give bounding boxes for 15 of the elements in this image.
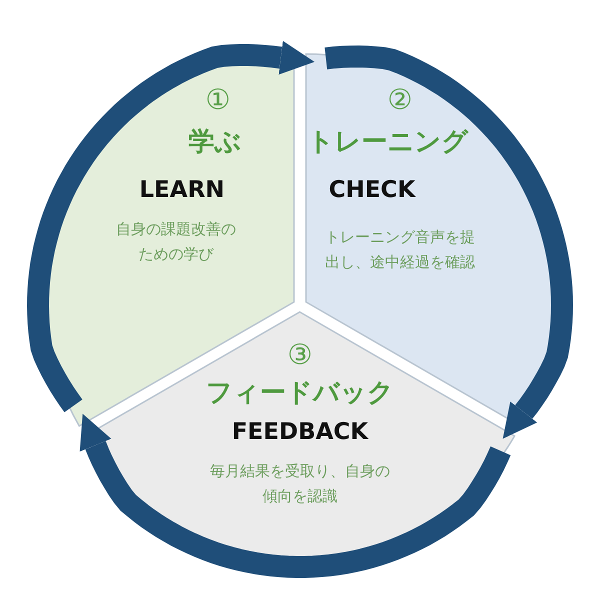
cycle-arrow bbox=[27, 40, 315, 412]
step-title: トレーニング bbox=[308, 129, 468, 155]
step-description: 自身の課題改善のための学び bbox=[114, 218, 237, 265]
step-number: ① bbox=[205, 86, 231, 114]
step-title: フィードバック bbox=[206, 380, 394, 406]
cycle-arrow bbox=[80, 414, 511, 578]
step-description: 毎月結果を受取り、自身の傾向を認識 bbox=[208, 460, 391, 507]
step-description: トレーニング音声を提出し、途中経過を確認 bbox=[324, 226, 476, 273]
step-title: 学ぶ bbox=[188, 129, 242, 155]
cycle-arrow bbox=[323, 46, 573, 439]
step-subtitle: LEARN bbox=[139, 178, 225, 202]
step-number: ② bbox=[387, 86, 413, 114]
step-number: ③ bbox=[287, 341, 313, 369]
step-subtitle: FEEDBACK bbox=[232, 420, 368, 444]
step-subtitle: CHECK bbox=[328, 178, 416, 202]
